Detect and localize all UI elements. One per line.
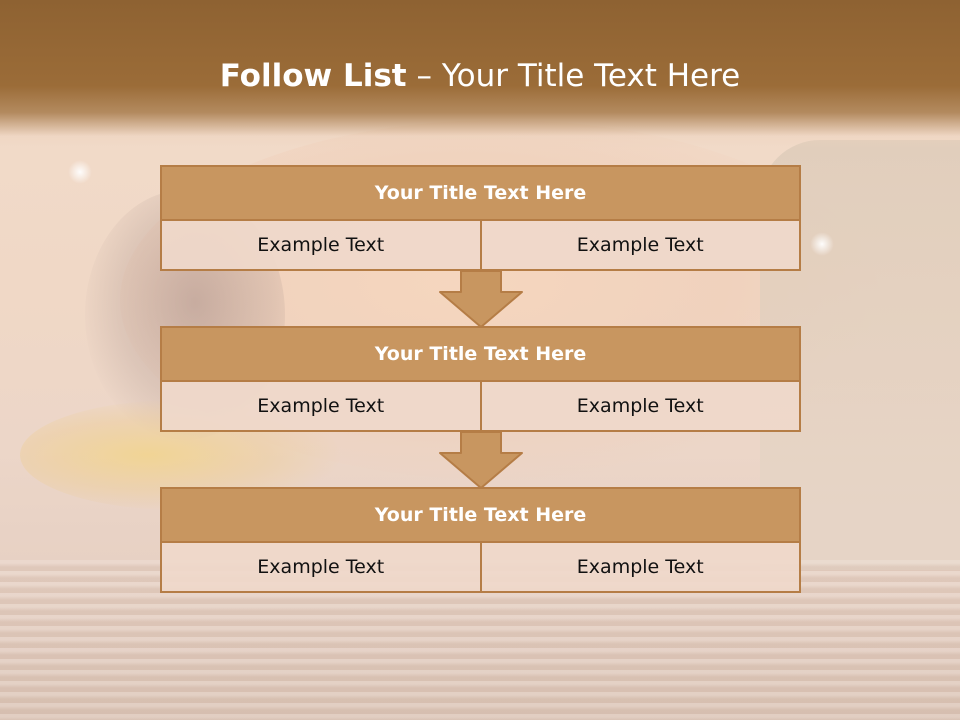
step-1-left-text: Example Text xyxy=(160,221,482,271)
background-sparkle xyxy=(810,232,834,256)
step-1-right-text: Example Text xyxy=(481,221,801,271)
slide-title: Follow List – Your Title Text Here xyxy=(0,55,960,97)
step-1-row: Example Text Example Text xyxy=(160,221,801,271)
background-sparkle xyxy=(68,160,92,184)
step-2-right-text: Example Text xyxy=(481,382,801,432)
step-2-row: Example Text Example Text xyxy=(160,382,801,432)
step-3: Your Title Text Here Example Text Exampl… xyxy=(160,487,801,593)
step-3-left-text: Example Text xyxy=(160,543,482,593)
down-arrow-icon xyxy=(439,431,523,489)
step-1-title: Your Title Text Here xyxy=(160,165,801,221)
step-2-title: Your Title Text Here xyxy=(160,326,801,382)
step-3-title: Your Title Text Here xyxy=(160,487,801,543)
step-3-row: Example Text Example Text xyxy=(160,543,801,593)
step-3-right-text: Example Text xyxy=(481,543,801,593)
down-arrow-icon xyxy=(439,270,523,328)
step-2: Your Title Text Here Example Text Exampl… xyxy=(160,326,801,432)
header-bar xyxy=(0,0,960,148)
step-2-left-text: Example Text xyxy=(160,382,482,432)
step-1: Your Title Text Here Example Text Exampl… xyxy=(160,165,801,271)
slide-title-bold: Follow List xyxy=(219,58,407,94)
slide-title-rest: – Your Title Text Here xyxy=(406,58,741,94)
